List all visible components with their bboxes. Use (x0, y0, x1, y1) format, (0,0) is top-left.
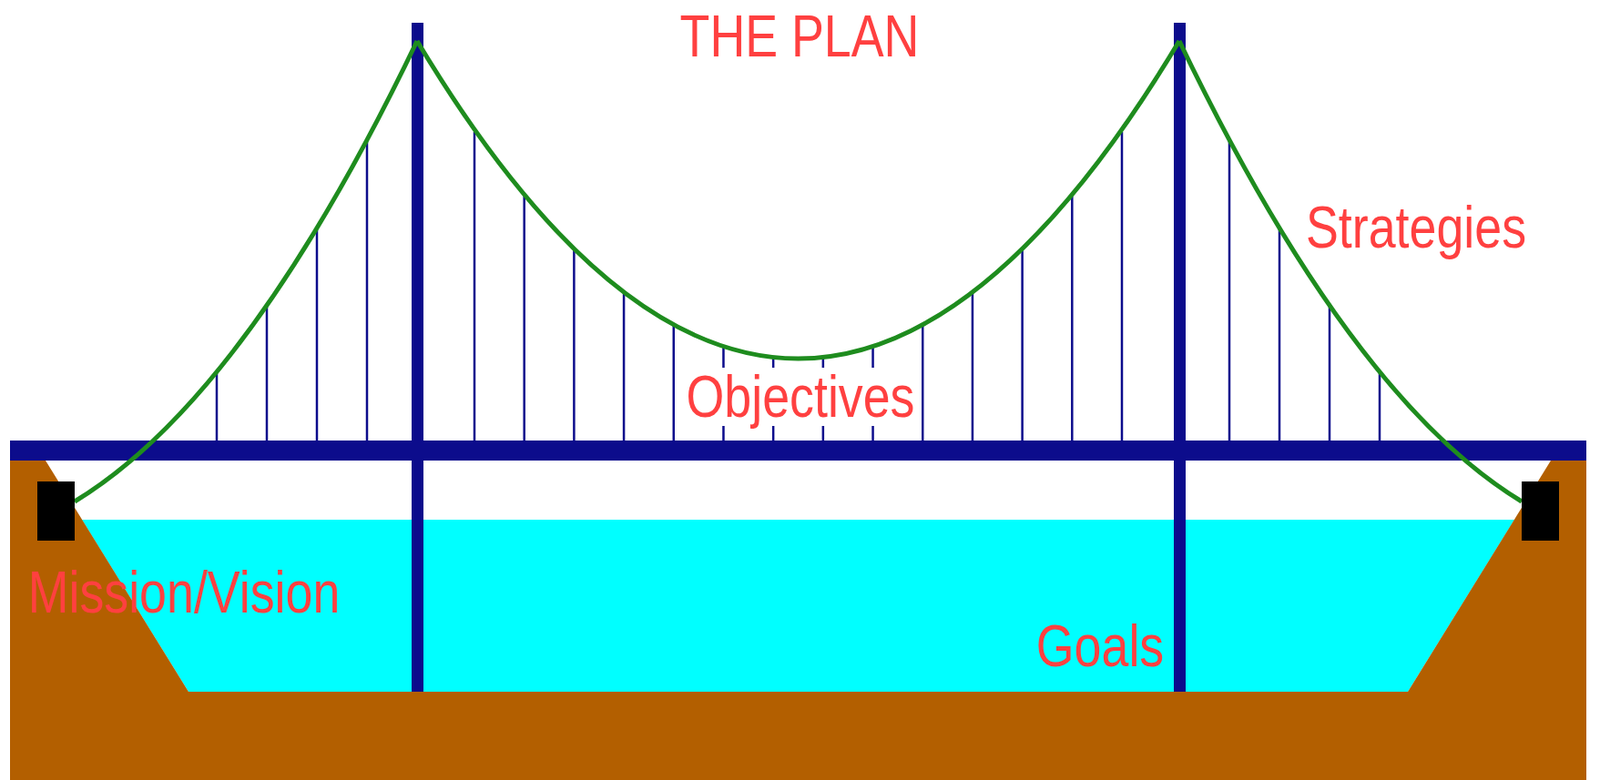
hanger (1328, 305, 1332, 443)
hanger (522, 196, 526, 443)
hanger (1378, 371, 1382, 443)
tower (1173, 22, 1186, 693)
hanger (921, 325, 925, 443)
part-label: Strategies (1303, 198, 1529, 257)
title: THE PLAN (677, 7, 922, 66)
hanger (1121, 132, 1124, 443)
hanger (672, 325, 676, 443)
hanger (971, 293, 975, 443)
ground (10, 460, 1587, 780)
bridge-deck (10, 440, 1587, 461)
hanger (1020, 250, 1024, 443)
hanger (265, 305, 269, 443)
hanger (1228, 139, 1232, 443)
cable (1179, 40, 1522, 502)
part-label: Goals (1036, 617, 1164, 676)
cable (417, 40, 1180, 359)
hanger (1278, 227, 1282, 443)
anchor-block (37, 481, 75, 541)
hanger (622, 293, 626, 443)
hanger (215, 371, 219, 443)
cable (74, 40, 418, 502)
hanger (366, 139, 369, 443)
hanger (473, 132, 477, 443)
hanger-group (216, 132, 1380, 443)
tower (411, 22, 424, 693)
part-label: Mission/Vision (28, 563, 341, 622)
anchor-block (1521, 481, 1560, 541)
hanger (572, 250, 576, 443)
part-label: Objectives (683, 367, 918, 427)
hanger (315, 227, 319, 443)
hanger (1070, 196, 1074, 443)
